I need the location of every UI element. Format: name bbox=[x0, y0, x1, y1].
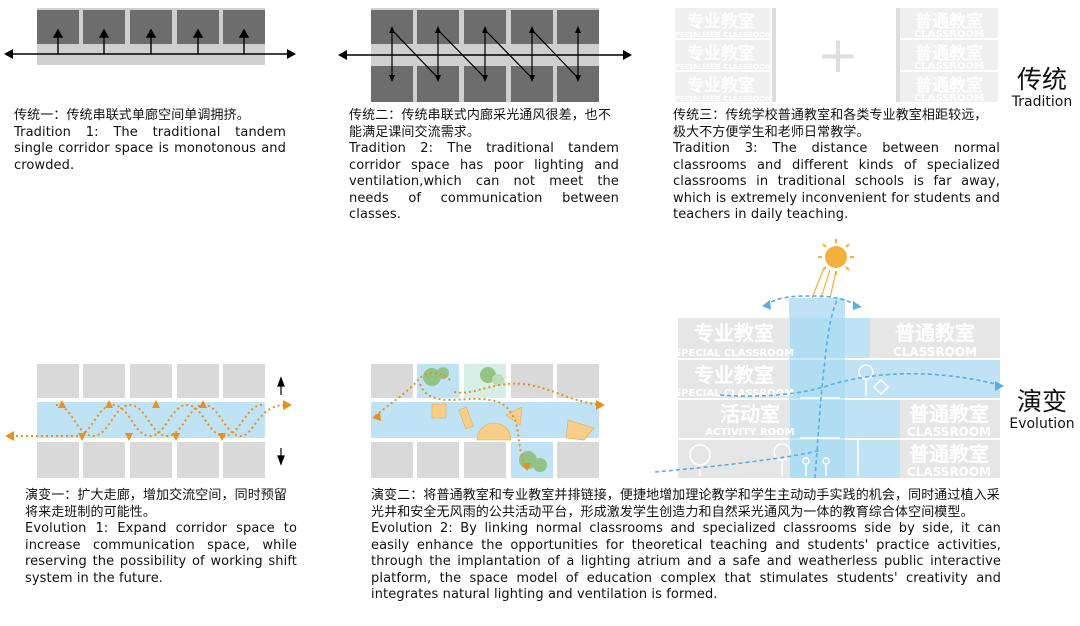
e-normal-label: 普通教室 bbox=[909, 442, 989, 466]
plus-sign: + bbox=[817, 26, 859, 84]
evolution-2-caption-zh: 演变二：将普通教室和专业教室并排链接，便捷地增加理论教学和学生主动动手实践的机会… bbox=[371, 488, 1000, 520]
t3-normal-label: 普通教室 bbox=[915, 43, 983, 64]
e-normal-label: 普通教室 bbox=[895, 321, 975, 345]
e-normal-label-en: CLASSROOM bbox=[907, 465, 991, 479]
tradition-1-caption-en: Tradition 1: The traditional tandem sing… bbox=[14, 124, 286, 173]
tradition-3-caption-zh: 传统三：传统学校普通教室和各类专业教室相距较远，极大不方便学生和老师日常教学。 bbox=[673, 108, 988, 140]
evolution-2-caption: 演变二：将普通教室和专业教室并排链接，便捷地增加理论教学和学生主动动手实践的机会… bbox=[371, 488, 1001, 604]
tradition-2-caption-zh: 传统二：传统串联式内廊采光通风很差，也不能满足课间交流需求。 bbox=[349, 108, 612, 140]
t3-specialized-label-en: SPECIALIZED CLASSROOM bbox=[670, 63, 772, 71]
tradition-3-caption-en: Tradition 3: The distance between normal… bbox=[673, 141, 1000, 222]
e-normal-label: 普通教室 bbox=[909, 402, 989, 426]
sun-icon bbox=[818, 239, 854, 275]
e-activity-label-en: ACTIVITY ROOM bbox=[705, 427, 794, 438]
t3-specialized-label: 专业教室 bbox=[687, 75, 755, 96]
e-special-label: 专业教室 bbox=[694, 321, 774, 345]
tradition-2-caption: 传统二：传统串联式内廊采光通风很差，也不能满足课间交流需求。 Tradition… bbox=[349, 108, 619, 224]
e-special-label-en: SPECIAL CLASSROOM bbox=[674, 348, 794, 359]
t3-normal-label-en: CLASSROOM bbox=[914, 29, 984, 40]
evolution-1-caption-zh: 演变一：扩大走廊，增加交流空间，同时预留将来走班制的可能性。 bbox=[25, 488, 288, 520]
e-normal-label-en: CLASSROOM bbox=[893, 345, 977, 359]
evolution-1-caption-en: Evolution 1: Expand corridor space to in… bbox=[25, 521, 297, 586]
t3-normal-label: 普通教室 bbox=[915, 75, 983, 96]
section-label-tradition: 传统 Tradition bbox=[1004, 65, 1080, 111]
section-label-evolution-en: Evolution bbox=[1009, 416, 1075, 432]
section-label-tradition-zh: 传统 bbox=[1016, 65, 1067, 94]
section-label-tradition-en: Tradition bbox=[1011, 94, 1073, 110]
e-normal-label-en: CLASSROOM bbox=[907, 425, 991, 439]
e-activity-label: 活动室 bbox=[720, 402, 780, 426]
t3-normal-label-en: CLASSROOM bbox=[914, 61, 984, 72]
evolution-1-caption: 演变一：扩大走廊，增加交流空间，同时预留将来走班制的可能性。 Evolution… bbox=[25, 488, 297, 587]
t3-specialized-label: 专业教室 bbox=[687, 11, 755, 32]
t3-specialized-label: 专业教室 bbox=[687, 43, 755, 64]
t3-normal-label-en: CLASSROOM bbox=[914, 93, 984, 104]
tradition-1-caption-zh: 传统一：传统串联式单廊空间单调拥挤。 bbox=[14, 108, 250, 123]
e-special-label: 专业教室 bbox=[694, 363, 774, 387]
tradition-1-caption: 传统一：传统串联式单廊空间单调拥挤。 Tradition 1: The trad… bbox=[14, 108, 286, 174]
t3-normal-label: 普通教室 bbox=[915, 11, 983, 32]
section-label-evolution-zh: 演变 bbox=[1016, 387, 1067, 416]
evolution-2-caption-en: Evolution 2: By linking normal classroom… bbox=[371, 521, 1001, 602]
tradition-3-caption: 传统三：传统学校普通教室和各类专业教室相距较远，极大不方便学生和老师日常教学。 … bbox=[673, 108, 1000, 224]
section-label-evolution: 演变 Evolution bbox=[1004, 387, 1080, 433]
e-special-label-en: SPECIAL CLASSROOM bbox=[674, 388, 794, 399]
tradition-2-caption-en: Tradition 2: The traditional tandem corr… bbox=[349, 141, 619, 222]
t3-specialized-label-en: SPECIALIZED CLASSROOM bbox=[670, 95, 772, 103]
tree-figure-icons bbox=[689, 364, 890, 476]
t3-specialized-label-en: SPECIALIZED CLASSROOM bbox=[670, 31, 772, 39]
